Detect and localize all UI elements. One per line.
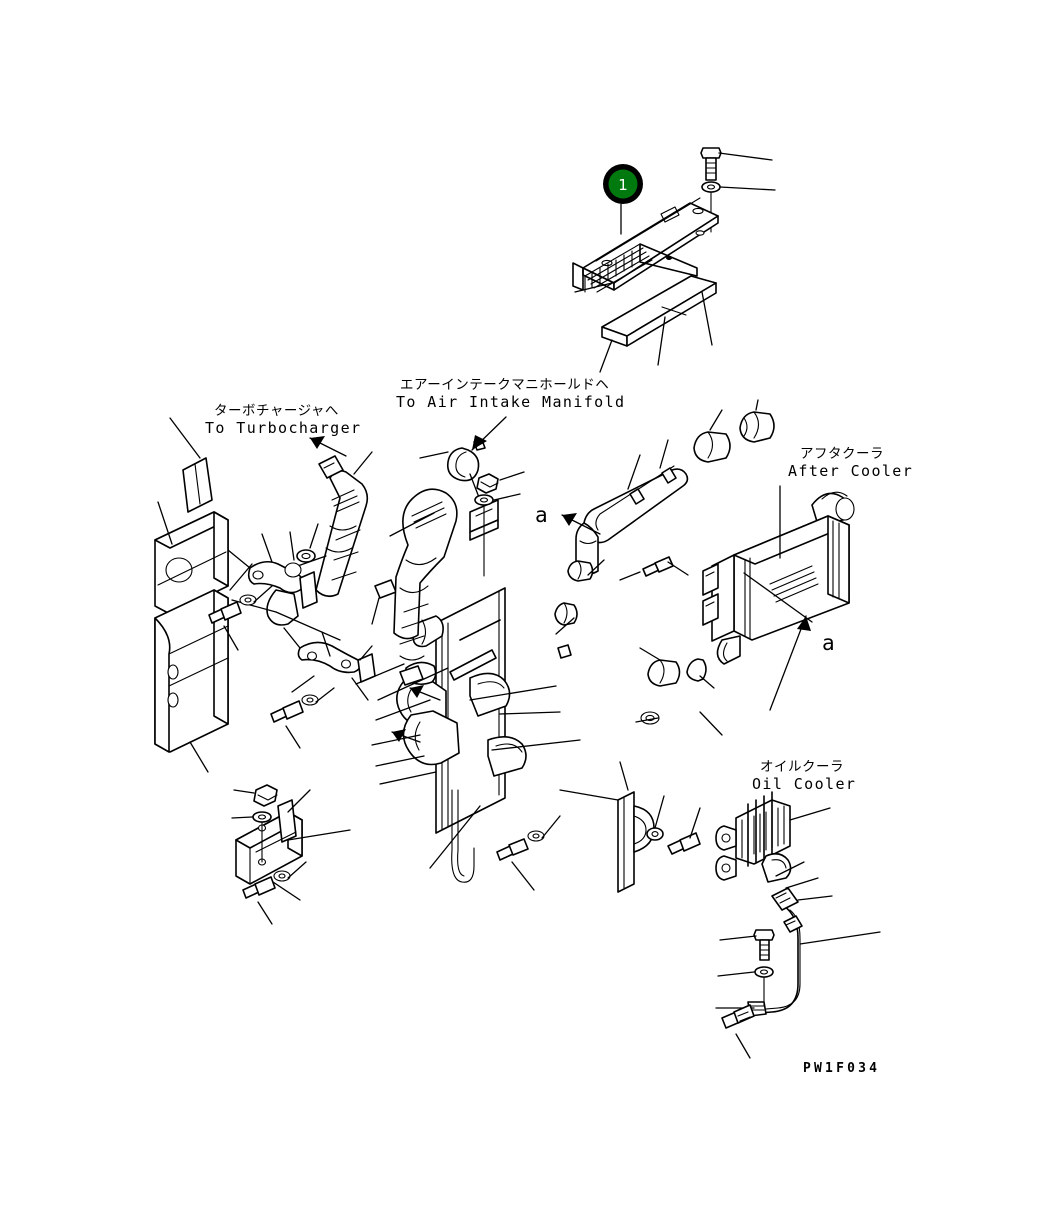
aftercooler-core — [702, 485, 855, 665]
side-mount-plates — [154, 417, 253, 773]
label-after-cooler-en: After Cooler — [788, 462, 913, 480]
label-to-turbocharger-en: To Turbocharger — [205, 419, 361, 437]
intake-steel-pipe-right — [575, 439, 689, 576]
label-to-turbocharger: ターボチャージャへ To Turbocharger — [205, 403, 361, 437]
aftercooler-guard-panel — [572, 147, 776, 373]
panel-bolt-icon — [700, 147, 722, 181]
nut-icon — [476, 473, 499, 494]
section-marker-a-right: a — [822, 631, 835, 655]
washer-icon — [474, 494, 494, 506]
label-after-cooler: アフタクーラ After Cooler — [788, 446, 913, 480]
seal-ring-icon — [640, 658, 707, 725]
callout-1[interactable]: 1 — [603, 164, 643, 204]
fastener-group-left — [208, 585, 335, 749]
label-oil-cooler: オイルクーラ Oil Cooler — [752, 759, 856, 793]
washer-icon — [296, 549, 316, 563]
nut-icon — [253, 784, 278, 807]
sheet-code: PW1F034 — [803, 1061, 880, 1076]
arrow-pipe-left — [409, 685, 441, 701]
lower-center-leg — [559, 761, 701, 893]
label-to-air-intake-manifold: エアーインテークマニホールドヘ To Air Intake Manifold — [396, 377, 625, 411]
panel-washer-icon — [701, 181, 721, 193]
washer-icon — [252, 811, 272, 823]
arrow-section-a-right — [769, 615, 811, 711]
lower-bracket — [231, 784, 351, 925]
fastener-group-center-lower — [496, 815, 561, 891]
pipe-sleeves-mid — [554, 559, 605, 659]
mid-left-bracket — [283, 627, 376, 701]
link-arm-bracket — [227, 523, 341, 641]
aftercooler-inlet-sleeves — [635, 399, 775, 736]
oil-cooler-washer — [754, 966, 774, 978]
callout-1-number: 1 — [618, 176, 628, 194]
hose-clamp-icon — [446, 439, 486, 482]
arrow-section-a-left — [561, 513, 601, 535]
label-to-turbocharger-jp: ターボチャージャへ — [214, 403, 339, 419]
label-oil-cooler-en: Oil Cooler — [752, 775, 856, 793]
oil-cooler-bolt — [753, 929, 775, 961]
hose-clamp-group — [419, 439, 525, 577]
fastener-group-right — [619, 556, 689, 581]
intake-piping — [371, 473, 581, 883]
label-after-cooler-jp: アフタクーラ — [800, 446, 884, 462]
label-oil-cooler-jp: オイルクーラ — [760, 759, 844, 775]
washer-icon — [646, 827, 664, 841]
turbocharger-hoses — [291, 451, 458, 686]
arrow-intake-manifold — [471, 416, 507, 451]
label-to-air-intake-manifold-jp: エアーインテークマニホールドヘ — [400, 377, 609, 393]
oil-cooler-assembly — [715, 791, 881, 1059]
label-to-air-intake-manifold-en: To Air Intake Manifold — [396, 393, 625, 411]
section-marker-a-left: a — [535, 503, 548, 527]
arrow-turbo-inlet — [309, 436, 347, 457]
arrow-pipe-lower — [391, 729, 421, 743]
